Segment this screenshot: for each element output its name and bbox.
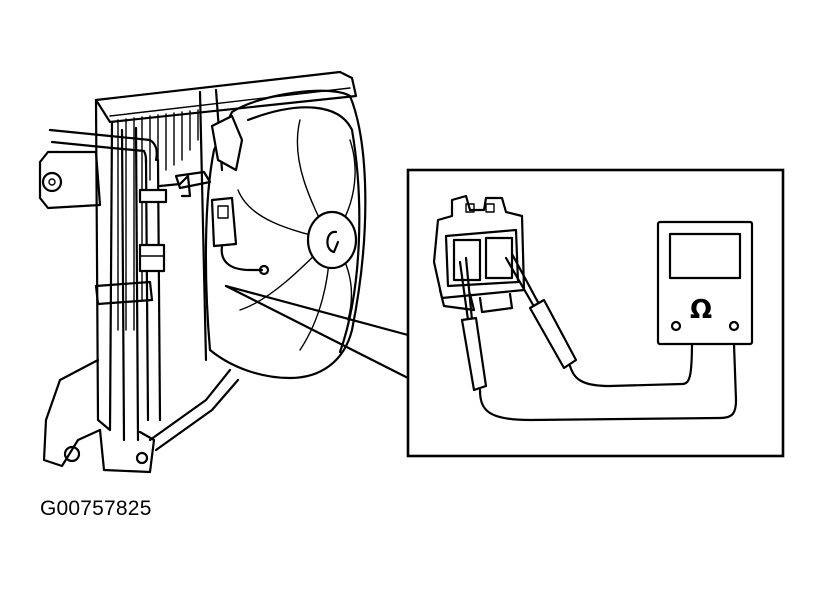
radiator-fins	[117, 109, 199, 331]
inset-detail-box: Ω	[406, 168, 785, 458]
fan-motor-connector	[432, 194, 526, 314]
ohm-symbol: Ω	[690, 295, 712, 325]
radiator-assembly	[38, 70, 358, 474]
detail-callout-lines	[224, 284, 410, 380]
multimeter-probes	[458, 252, 722, 422]
figure-id-label: G00757825	[40, 497, 152, 520]
cooling-fan-assembly	[174, 89, 367, 380]
ohmmeter: Ω	[656, 220, 754, 420]
